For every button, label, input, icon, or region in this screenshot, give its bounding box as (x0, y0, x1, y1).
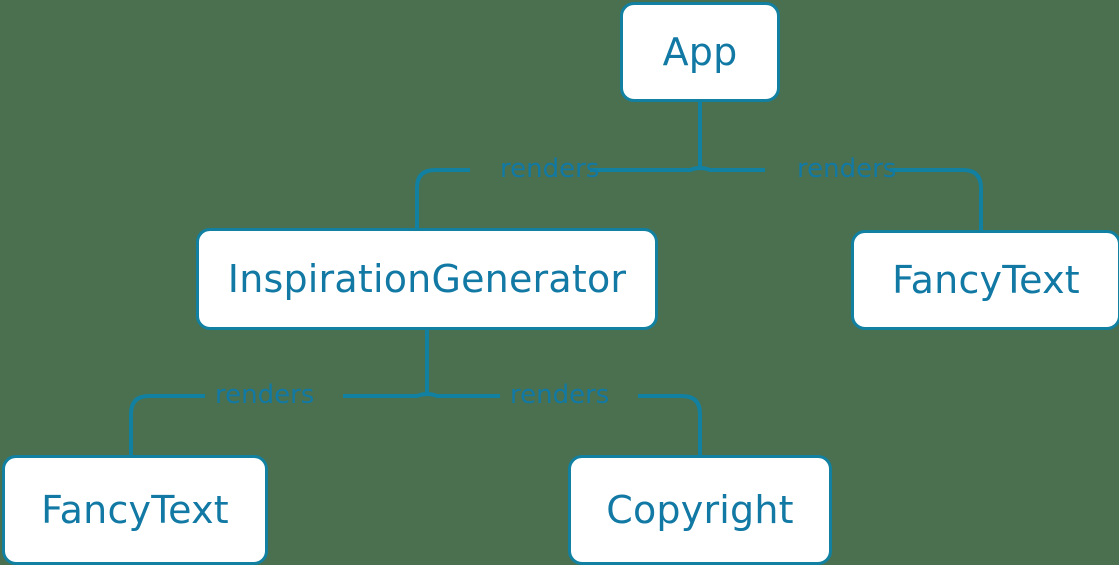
node-fancytext-bottom-label: FancyText (41, 488, 229, 532)
node-app-label: App (662, 30, 738, 74)
node-copyright-label: Copyright (606, 488, 794, 532)
edge-app-to-fancytext-right (699, 166, 983, 230)
edge-inspiration-to-copyright (426, 392, 702, 455)
node-inspiration-generator-label: InspirationGenerator (227, 257, 627, 301)
node-fancytext-bottom[interactable]: FancyText (2, 455, 268, 565)
node-fancytext-right[interactable]: FancyText (851, 230, 1119, 330)
edge-app-to-inspiration-generator (415, 166, 701, 228)
node-inspiration-generator[interactable]: InspirationGenerator (196, 228, 658, 330)
edge-label-inspiration-to-fancytext-bottom: renders (215, 380, 315, 410)
edge-label-app-to-fancytext-right: renders (797, 154, 897, 184)
edge-label-app-to-inspiration-generator: renders (500, 154, 600, 184)
edge-inspiration-to-fancytext-bottom (129, 392, 428, 455)
node-copyright[interactable]: Copyright (568, 455, 832, 565)
node-app[interactable]: App (620, 2, 780, 102)
edge-label-inspiration-to-copyright: renders (510, 380, 610, 410)
node-fancytext-right-label: FancyText (892, 258, 1080, 302)
